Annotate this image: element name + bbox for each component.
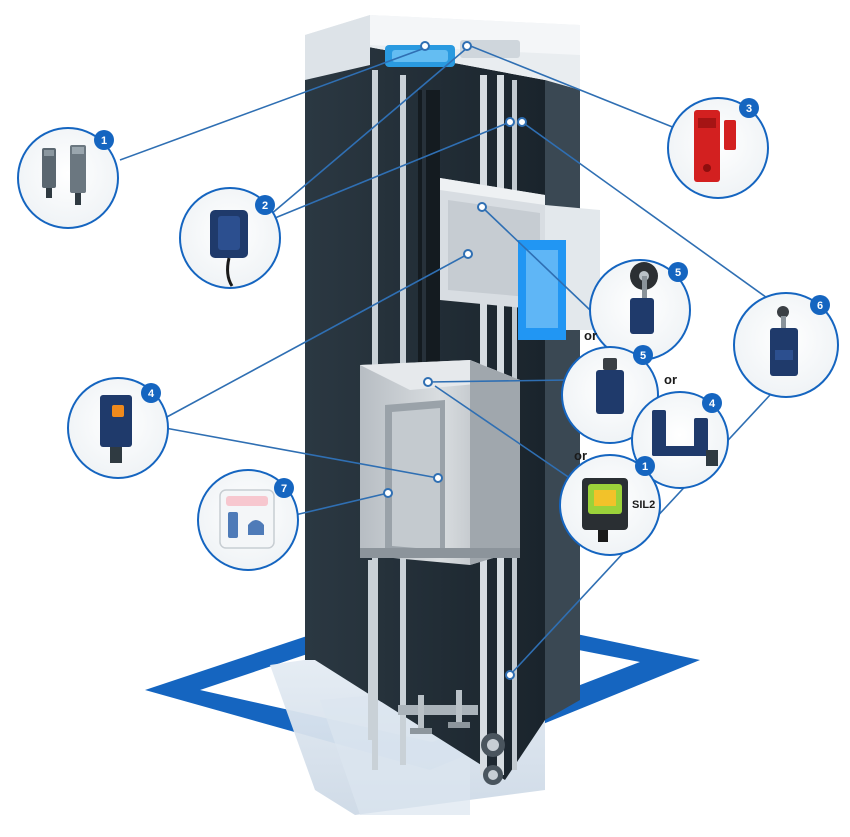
callout-7-pushbutton-panel: 7	[197, 469, 299, 571]
landing-door	[440, 178, 600, 340]
callout-1-badge: 1	[101, 135, 107, 147]
elevator-cabin	[360, 360, 520, 565]
callout-5a-rotary-switch: 5	[589, 259, 691, 361]
callout-1-inductive-sensors: 1	[17, 127, 119, 229]
buffers	[368, 560, 505, 785]
or-label-1: or	[584, 328, 597, 343]
cylindrical-sensor-icon	[42, 145, 86, 205]
fork-sensor-icon	[652, 410, 718, 466]
rotary-lever-switch-icon	[630, 262, 658, 334]
or-label-3: or	[574, 448, 587, 463]
roller-limit-switch-icon	[770, 306, 798, 376]
callout-5b-badge: 5	[640, 350, 646, 362]
callout-3-safety-switch: 3	[667, 97, 769, 199]
callout-4b-badge: 4	[709, 398, 716, 410]
callout-5b-plunger-switch: 5	[561, 345, 659, 444]
callout-1b-badge: 1	[642, 461, 648, 473]
photoelectric-sensor-icon	[100, 395, 132, 463]
callout-2-magnetic-sensor: 2	[179, 187, 281, 289]
callout-3-badge: 3	[746, 103, 752, 115]
callout-6-badge: 6	[817, 300, 823, 312]
magnetic-sensor-icon	[210, 210, 248, 287]
callout-6-roller-switch: 6	[733, 292, 839, 398]
sil2-label: SIL2	[632, 499, 655, 511]
callout-4-photoelectric-sensor: 4	[67, 377, 169, 479]
pushbutton-panel-icon	[219, 489, 275, 549]
safety-switch-icon	[694, 110, 736, 182]
callout-2-badge: 2	[262, 200, 268, 212]
or-label-2: or	[664, 372, 677, 387]
callout-1b-safety-sensor: SIL2 1	[559, 454, 661, 556]
plunger-switch-icon	[596, 358, 624, 414]
callout-4a-badge: 4	[148, 388, 155, 400]
safety-inductive-sensor-icon	[582, 478, 628, 542]
anchor-points	[383, 41, 527, 680]
callout-4b-fork-sensor: 4	[631, 391, 729, 489]
callout-7-badge: 7	[281, 483, 287, 495]
callout-5a-badge: 5	[675, 267, 681, 279]
